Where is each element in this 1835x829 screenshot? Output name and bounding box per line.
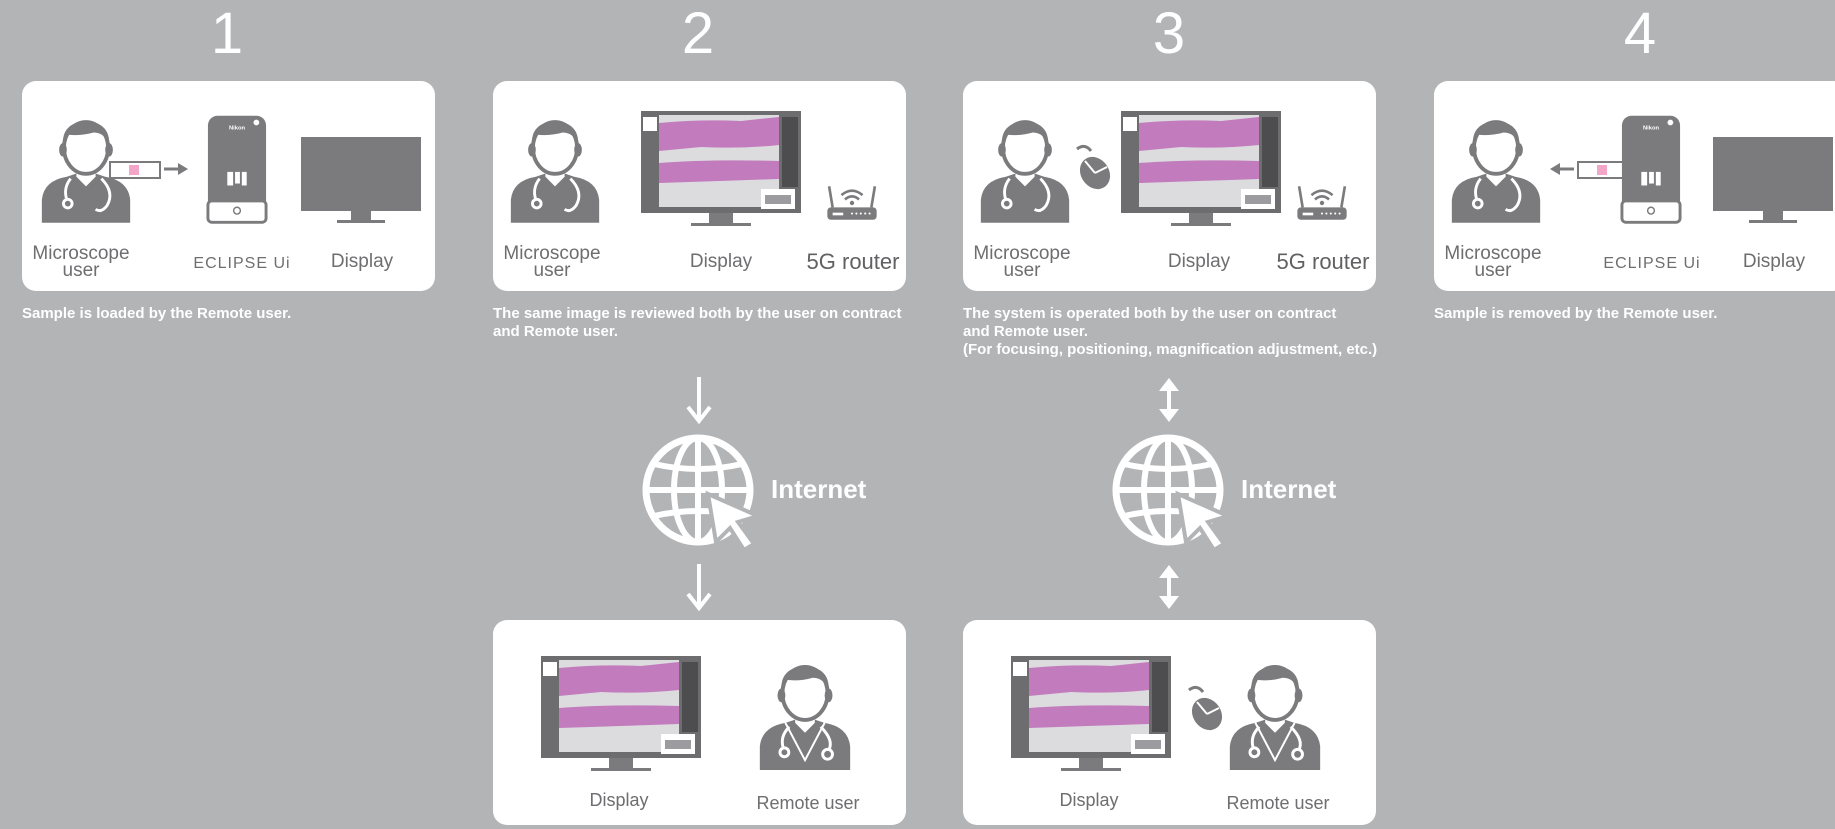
monitor-icon — [1121, 111, 1281, 231]
monitor-icon — [1011, 656, 1171, 776]
arrow-down-icon — [684, 562, 714, 612]
label-display: Display — [689, 251, 753, 272]
step3-caption-line-3: (For focusing, positioning, magnificatio… — [963, 341, 1378, 358]
doctor-icon — [507, 117, 603, 223]
remote-user-icon — [1225, 662, 1325, 770]
microscope-icon — [206, 113, 268, 225]
label-display: Display — [589, 790, 649, 810]
step3-caption-line-2: and Remote user. — [963, 323, 1089, 340]
monitor-icon — [1713, 137, 1833, 227]
arrow-updown-icon — [1154, 562, 1184, 612]
arrow-right-icon — [164, 163, 188, 175]
monitor-icon — [641, 111, 801, 231]
label-display: Display — [330, 251, 394, 272]
step2-caption-line-2: and Remote user. — [493, 323, 619, 340]
step2-card: Microscope user Display 5G router — [493, 81, 906, 291]
step3-caption-line-1: The system is operated both by the user … — [963, 305, 1337, 322]
monitor-icon — [541, 656, 701, 776]
step-number-3: 3 — [1152, 1, 1186, 66]
label-microscope-user: Microscope user — [973, 243, 1071, 281]
step1-card: Microscope user ECLIPSE Ui Display — [22, 81, 435, 291]
internet-label: Internet — [1241, 474, 1337, 504]
step2-remote-card: Display Remote user — [493, 620, 906, 825]
step-number-1: 1 — [210, 1, 244, 66]
remote-user-icon — [755, 662, 855, 770]
step2-caption-line-1: The same image is reviewed both by the u… — [493, 305, 902, 322]
label-microscope-user: Microscope user — [503, 243, 601, 281]
doctor-icon — [1448, 117, 1544, 223]
arrow-left-icon — [1550, 163, 1574, 175]
step4-card: Microscope user ECLIPSE Ui Display — [1434, 81, 1835, 291]
mouse-icon — [1185, 684, 1225, 734]
step3-remote-card: Display Remote user — [963, 620, 1376, 825]
step3-caption: The system is operated both by the user … — [963, 305, 1403, 359]
arrow-down-icon — [684, 375, 714, 425]
label-eclipse-ui: ECLIPSE Ui — [1603, 255, 1701, 272]
step1-caption: Sample is loaded by the Remote user. — [22, 305, 292, 322]
step2-caption: The same image is reviewed both by the u… — [493, 305, 923, 341]
slide-icon — [109, 161, 161, 179]
microscope-icon — [1620, 113, 1682, 225]
arrow-updown-icon — [1154, 375, 1184, 425]
step4-caption: Sample is removed by the Remote user. — [1434, 305, 1718, 322]
label-display: Display — [1167, 251, 1231, 272]
router-icon — [1295, 181, 1349, 225]
doctor-icon — [977, 117, 1073, 223]
label-microscope-user: Microscope user — [32, 243, 130, 281]
monitor-icon — [301, 137, 421, 227]
internet-label: Internet — [771, 474, 867, 504]
label-eclipse-ui: ECLIPSE Ui — [193, 255, 291, 272]
label-5g-router: 5G router — [1276, 249, 1370, 274]
step-number-2: 2 — [681, 1, 715, 66]
globe-cursor-icon — [642, 434, 762, 554]
globe-cursor-icon — [1112, 434, 1232, 554]
label-display: Display — [1059, 790, 1119, 810]
step-number-4: 4 — [1623, 1, 1657, 66]
router-icon — [825, 181, 879, 225]
label-display: Display — [1742, 251, 1806, 272]
label-microscope-user: Microscope user — [1444, 243, 1542, 281]
mouse-icon — [1073, 143, 1113, 193]
label-5g-router: 5G router — [806, 249, 900, 274]
label-remote-user: Remote user — [1226, 793, 1330, 813]
label-remote-user: Remote user — [756, 793, 860, 813]
step3-card: Microscope user Display 5G router — [963, 81, 1376, 291]
